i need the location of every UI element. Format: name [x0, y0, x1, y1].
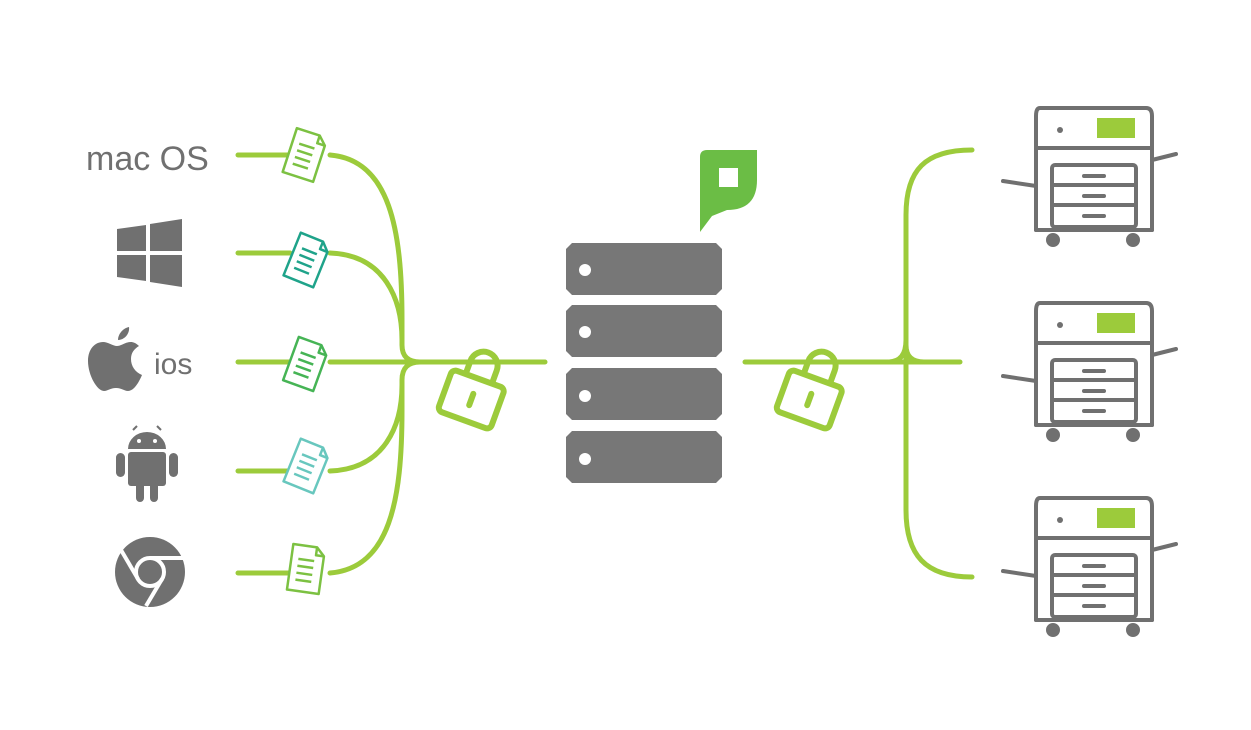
- connection-lines: [235, 147, 975, 580]
- curve-macos: [327, 152, 423, 365]
- lock-icon: [435, 348, 507, 432]
- curve-android: [327, 382, 405, 474]
- document-icon: [281, 335, 328, 393]
- document-icon: [282, 437, 329, 495]
- document-icon: [285, 542, 326, 596]
- printer-icon: [1001, 496, 1178, 637]
- lock-icon: [773, 348, 845, 432]
- server-unit: [566, 305, 722, 357]
- server-unit: [566, 368, 722, 420]
- ios-label: ios: [154, 348, 192, 381]
- document-icon: [282, 231, 329, 289]
- apple-icon: [88, 327, 142, 391]
- curve-chrome: [327, 359, 423, 576]
- android-icon: [116, 425, 178, 502]
- printer-icon: [1001, 106, 1178, 247]
- windows-icon: [117, 219, 182, 287]
- macos-label: mac OS: [86, 140, 209, 178]
- printer-bracket-mid: [903, 342, 927, 365]
- printer-bracket: [885, 147, 975, 580]
- chrome-icon: [115, 537, 185, 608]
- server-unit: [566, 431, 722, 483]
- document-icon: [281, 126, 327, 184]
- printer-icon: [1001, 301, 1178, 442]
- print-server-logo-icon: [700, 150, 757, 232]
- curve-windows: [327, 250, 405, 343]
- server-icon: [566, 243, 722, 483]
- server-unit: [566, 243, 722, 295]
